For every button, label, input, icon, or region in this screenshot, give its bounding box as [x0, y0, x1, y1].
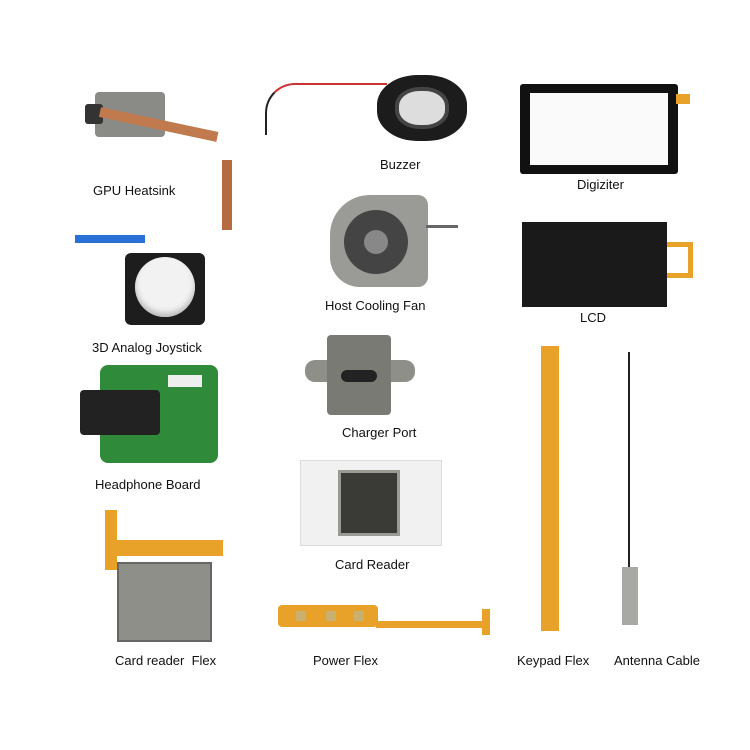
charger-port-image [305, 330, 415, 415]
card-reader-image [300, 460, 442, 546]
gpu-heatsink-image [85, 72, 235, 232]
keypad-flex-image [541, 346, 559, 631]
gpu-heatsink-label: GPU Heatsink [93, 183, 176, 198]
digitizer-label: Digiziter [577, 177, 624, 192]
keypad-flex-label: Keypad Flex [517, 653, 590, 668]
buzzer-image [265, 65, 470, 165]
digitizer-image [520, 84, 690, 174]
lcd-image [522, 222, 697, 307]
headphone-board-image [80, 365, 220, 463]
lcd-label: LCD [580, 310, 607, 325]
card-reader-flex-image [105, 510, 227, 642]
power-flex-image [278, 605, 500, 641]
buzzer-label: Buzzer [380, 157, 421, 172]
antenna-cable-image [622, 352, 642, 627]
card-reader-label: Card Reader [335, 557, 410, 572]
joystick-label: 3D Analog Joystick [92, 340, 202, 355]
card-reader-flex-label: Card reader Flex [115, 653, 217, 668]
joystick-image [75, 235, 210, 330]
charger-port-label: Charger Port [342, 425, 417, 440]
cooling-fan-label: Host Cooling Fan [325, 298, 426, 313]
headphone-board-label: Headphone Board [95, 477, 201, 492]
antenna-cable-label: Antenna Cable [614, 653, 701, 668]
cooling-fan-image [330, 195, 460, 290]
power-flex-label: Power Flex [313, 653, 379, 668]
